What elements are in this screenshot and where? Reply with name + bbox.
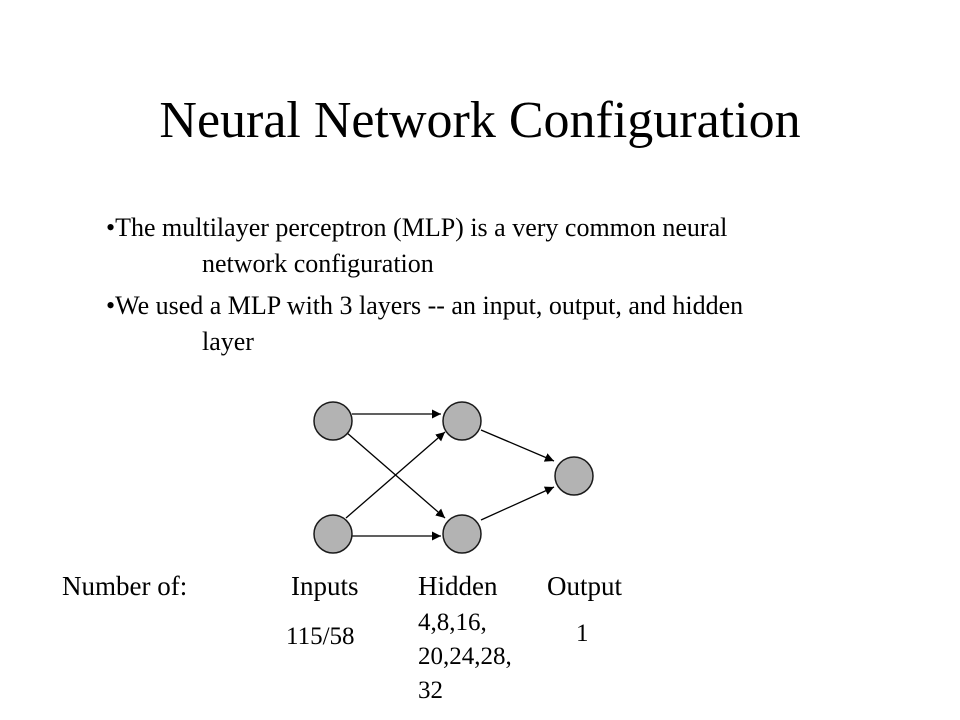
output-header: Output (547, 571, 623, 601)
inputs-value: 115/58 (286, 623, 355, 650)
edges (345, 409, 555, 541)
number-of-label: Number of: (62, 571, 188, 601)
hidden-value-line-2: 20,24,28, (418, 643, 512, 670)
bullet-1-line-1: •The multilayer perceptron (MLP) is a ve… (106, 210, 906, 246)
edge-hidden2-output (480, 486, 555, 521)
slide-title: Neural Network Configuration (159, 92, 801, 149)
hidden-values: 4,8,16, 20,24,28, 32 (418, 606, 558, 708)
hidden-node-1 (442, 401, 482, 441)
hidden-header: Hidden (418, 571, 498, 601)
hidden-value-line-3: 32 (418, 677, 443, 704)
inputs-header: Inputs (291, 571, 359, 601)
bullet-2-line-2: layer (202, 327, 254, 356)
bullet-list: •The multilayer perceptron (MLP) is a ve… (106, 210, 906, 366)
hidden-value-line-1: 4,8,16, (418, 609, 487, 636)
input-node-2 (313, 514, 353, 554)
edge-input2-hidden1 (345, 431, 446, 519)
bullet-1-line-2: network configuration (202, 249, 434, 278)
bullet-item-2: •We used a MLP with 3 layers -- an input… (106, 288, 906, 360)
bullet-item-1: •The multilayer perceptron (MLP) is a ve… (106, 210, 906, 282)
output-node (554, 456, 594, 496)
nodes (313, 401, 594, 554)
bullet-marker: • (106, 213, 116, 242)
output-value: 1 (576, 620, 589, 647)
bullet-2-text-1: We used a MLP with 3 layers -- an input,… (115, 291, 744, 320)
input-node-1 (313, 401, 353, 441)
bullet-1-text-1: The multilayer perceptron (MLP) is a ver… (115, 213, 728, 242)
bullet-marker: • (106, 291, 116, 320)
hidden-node-2 (442, 514, 482, 554)
bullet-2-line-1: •We used a MLP with 3 layers -- an input… (106, 288, 906, 324)
edge-hidden1-output (480, 429, 555, 462)
